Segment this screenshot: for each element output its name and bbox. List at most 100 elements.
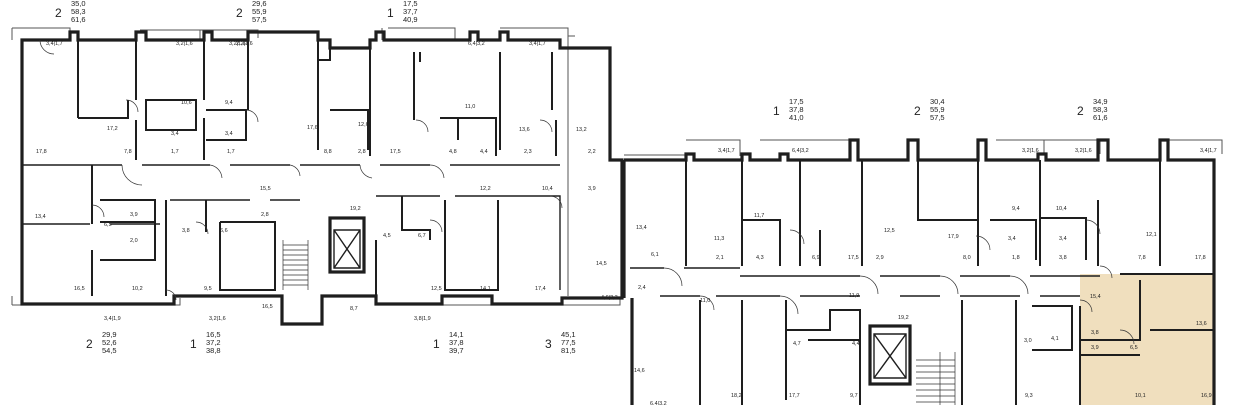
- room-area-label: 9,4: [225, 100, 233, 106]
- room-area-label: 11,0: [700, 298, 710, 304]
- room-area-label: 12,1: [1146, 232, 1157, 238]
- room-area-label: 2,0: [130, 238, 138, 244]
- room-area-label: 6,4|3,2: [650, 401, 667, 405]
- room-area-label: 14,1: [480, 286, 491, 292]
- room-area-label: 1,7: [227, 149, 235, 155]
- room-area-label: 6,6: [220, 228, 228, 234]
- room-area-label: 15,5: [260, 186, 271, 192]
- room-count: 2: [1077, 104, 1084, 118]
- room-area-label: 3,4|1,7: [46, 41, 63, 47]
- room-area-label: 4,4: [852, 341, 860, 347]
- room-area-label: 2,4: [638, 285, 646, 291]
- room-count: 2: [914, 104, 921, 118]
- room-count: 1: [387, 6, 394, 20]
- room-area-label: 1,7: [171, 149, 179, 155]
- room-area-label: 12,5: [884, 228, 895, 234]
- room-area-label: 4,8: [449, 149, 457, 155]
- room-count: 2: [86, 337, 93, 351]
- room-area-label: 14,5: [596, 261, 607, 267]
- room-count: 2: [236, 6, 243, 20]
- room-area-label: 6,1: [651, 252, 659, 258]
- room-area-label: 3,2|1,6: [229, 41, 246, 47]
- room-area-label: 9,7: [850, 393, 858, 399]
- room-area-label: 7,8: [124, 149, 132, 155]
- room-area-label: 1,8: [1012, 255, 1020, 261]
- room-area-label: 3,4: [1008, 236, 1016, 242]
- room-area-label: 9,4: [1012, 206, 1020, 212]
- room-area-label: 4,1: [1051, 336, 1059, 342]
- room-area-label: 3,4|1,7: [1200, 148, 1217, 154]
- room-area-label: 3,9: [588, 186, 596, 192]
- room-area-label: 10,4: [542, 186, 553, 192]
- room-area-label: 3,9: [1091, 345, 1099, 351]
- room-area-label: 16,5: [74, 286, 85, 292]
- room-area-label: 15,4: [1090, 294, 1101, 300]
- room-area-label: 3,2|1,6: [1022, 148, 1039, 154]
- room-area-label: 8,8: [324, 149, 332, 155]
- room-area-label: 6,4|3,2: [468, 41, 485, 47]
- room-area-label: 10,2: [132, 286, 143, 292]
- room-area-label: 3,4: [1059, 236, 1067, 242]
- room-area-label: 17,5: [390, 149, 401, 155]
- room-area-label: 17,2: [107, 126, 118, 132]
- room-area-label: 2,8: [261, 212, 269, 218]
- room-area-label: 19,2: [350, 206, 361, 212]
- room-area-label: 3,4|1,7: [529, 41, 546, 47]
- room-area-label: 4,7: [793, 341, 801, 347]
- left-stairs: [282, 240, 309, 290]
- room-area-label: 17,8: [36, 149, 47, 155]
- room-area-label: 12,5: [431, 286, 442, 292]
- room-area-label: 3,8: [1059, 255, 1067, 261]
- room-area-label: 3,4|1,7: [718, 148, 735, 154]
- room-area-label: 11,0: [465, 104, 475, 110]
- room-area-label: 4,5: [383, 233, 391, 239]
- room-area-label: 13,4: [636, 225, 647, 231]
- left-building: [11, 27, 624, 326]
- room-area-label: 3,9: [130, 212, 138, 218]
- room-area-label: 2,8: [358, 149, 366, 155]
- room-area-label: 2,1: [716, 255, 724, 261]
- room-area-label: 3,4: [225, 131, 233, 137]
- room-area-label: 2,2|1,6: [236, 41, 253, 47]
- room-area-label: 6,7: [418, 233, 426, 239]
- room-area-label: 2,3: [524, 149, 532, 155]
- room-area-label: 12,2: [480, 186, 491, 192]
- room-area-label: 17,9: [948, 234, 959, 240]
- room-area-label: 4,6|2,3: [601, 295, 618, 301]
- room-area-label: 9,3: [1025, 393, 1033, 399]
- room-area-label: 12,6: [358, 122, 369, 128]
- room-area-label: 13,4: [35, 214, 46, 220]
- room-count: 2: [55, 6, 62, 20]
- room-area-label: 4,3: [756, 255, 764, 261]
- room-area-label: 13,6: [519, 127, 530, 133]
- room-count: 3: [545, 337, 552, 351]
- room-area-label: 11,7: [754, 213, 764, 219]
- room-area-label: 19,2: [898, 315, 909, 321]
- room-area-label: 3,8|1,9: [414, 316, 431, 322]
- room-area-label: 2,9: [876, 255, 884, 261]
- right-stairs: [916, 352, 956, 405]
- room-area-label: 11,3: [714, 236, 724, 242]
- room-area-label: 17,8: [1195, 255, 1206, 261]
- room-area-label: 3,8: [1091, 330, 1099, 336]
- room-count: 1: [433, 337, 440, 351]
- room-area-label: 7,8: [1138, 255, 1146, 261]
- room-area-label: 8,0: [963, 255, 971, 261]
- room-area-label: 10,6: [181, 100, 192, 106]
- room-area-label: 13,6: [1196, 321, 1207, 327]
- room-area-label: 3,2|1,6: [176, 41, 193, 47]
- room-area-label: 3,0: [1024, 338, 1032, 344]
- room-area-label: 10,1: [1135, 393, 1146, 399]
- room-area-label: 9,5: [204, 286, 212, 292]
- right-building: [622, 138, 1223, 405]
- room-area-label: 6,5: [104, 222, 112, 228]
- room-area-label: 6,5: [1130, 345, 1138, 351]
